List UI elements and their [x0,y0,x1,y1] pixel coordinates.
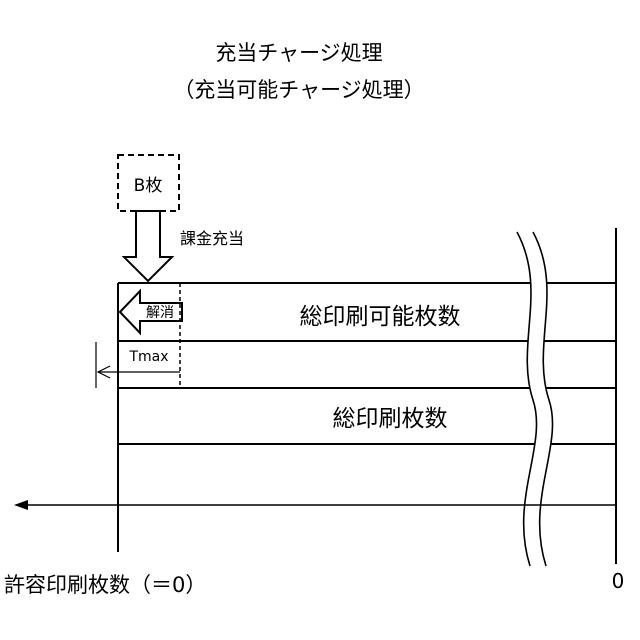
cancel-label: 解消 [146,305,174,321]
charge-down-arrow [124,211,172,281]
total-printed-label: 総印刷枚数 [333,406,448,432]
tmax-label: Tmax [128,349,168,365]
zero-label: 0 [612,569,625,593]
billing-allocation-label: 課金充当 [180,229,244,248]
diagram-title: 充当チャージ処理 [215,41,382,65]
charge-box-label: B枚 [134,176,163,196]
count-axis-arrow-head [14,500,28,510]
diagram-subtitle: （充当可能チャージ処理） [173,78,424,102]
total-printable-label: 総印刷可能枚数 [300,304,461,330]
allowed-print-count-label: 許容印刷枚数（＝0） [4,573,206,597]
